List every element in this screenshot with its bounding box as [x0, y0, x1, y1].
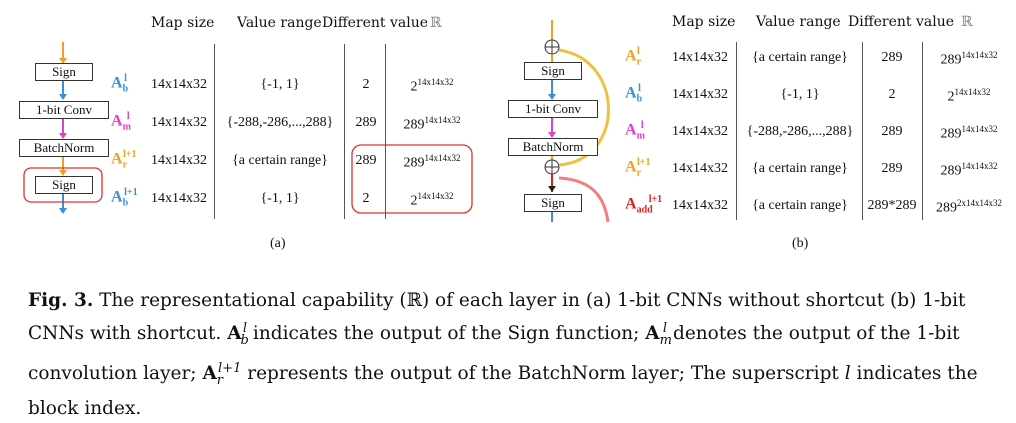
diagram-lines — [23, 20, 610, 223]
header-r-b: ℝ — [961, 14, 973, 30]
col-sep-a-2 — [344, 44, 345, 219]
caption-text: The representational capability (ℝ) of e… — [28, 290, 966, 345]
caption-var-l: l — [844, 363, 851, 384]
cell-map-size: 14x14x32 — [151, 191, 207, 206]
header-map-size-b: Map size — [672, 14, 736, 30]
block-batchnorm-a: BatchNorm — [19, 139, 109, 157]
cell-different-value: 289 — [881, 161, 903, 176]
cell-map-size: 14x14x32 — [151, 115, 207, 130]
caption-sup-1: l — [242, 321, 248, 336]
row-symbol: Aml — [111, 111, 131, 133]
cell-map-size: 14x14x32 — [151, 77, 207, 92]
block-sign-b-2: Sign — [524, 194, 582, 212]
header-different-value-b: Different value — [848, 14, 955, 30]
caption-text-2: denotes the output of the 1-bit convolut… — [28, 323, 960, 384]
caption-sym-3: A — [202, 363, 217, 384]
cell-value-range: {-1, 1} — [780, 87, 820, 102]
cell-r: 214x14x32 — [410, 191, 454, 209]
cell-value-range: {a certain range} — [752, 50, 848, 65]
cell-different-value: 289 — [881, 124, 903, 139]
row-symbol: Arl+1 — [625, 157, 651, 179]
cell-value-range: {-288,-286,...,288} — [746, 124, 854, 139]
row-symbol: Arl+1 — [111, 149, 137, 171]
row-symbol: Aml — [625, 120, 645, 142]
caption-sym-2: A — [645, 323, 660, 345]
caption-sub-3: r — [216, 372, 224, 388]
cell-r: 28914x14x32 — [403, 115, 461, 133]
caption-sup-2: l — [662, 321, 668, 336]
cell-different-value: 289*289 — [867, 198, 917, 213]
cell-r: 28914x14x32 — [403, 153, 461, 171]
caption-text-4: indicates the block index. — [28, 363, 978, 419]
col-sep-b-2 — [862, 42, 863, 220]
caption-sym-1: A — [227, 323, 242, 345]
cell-map-size: 14x14x32 — [672, 50, 728, 65]
cell-different-value: 2 — [888, 87, 896, 102]
cell-value-range: {a certain range} — [232, 153, 328, 168]
cell-r: 28914x14x32 — [940, 161, 998, 179]
row-symbol: Abl — [111, 73, 129, 95]
cell-map-size: 14x14x32 — [672, 87, 728, 102]
cell-map-size: 14x14x32 — [672, 124, 728, 139]
col-sep-a-1 — [214, 44, 215, 219]
header-map-size-a: Map size — [151, 15, 215, 31]
cell-different-value: 289 — [355, 115, 377, 130]
row-symbol: Aaddl+1 — [625, 194, 663, 216]
block-conv-a: 1-bit Conv — [19, 101, 109, 119]
cell-map-size: 14x14x32 — [151, 153, 207, 168]
figure-caption: Fig. 3. The representational capability … — [28, 287, 1003, 423]
panel-label-a: (a) — [270, 236, 286, 251]
col-sep-a-3 — [385, 44, 386, 219]
row-symbol: Abl+1 — [111, 187, 138, 209]
cell-value-range: {-288,-286,...,288} — [226, 115, 334, 130]
cell-r: 214x14x32 — [947, 87, 991, 105]
cell-r: 214x14x32 — [410, 77, 454, 95]
block-batchnorm-b: BatchNorm — [508, 138, 598, 156]
cell-r: 28914x14x32 — [940, 50, 998, 68]
block-sign-b-1: Sign — [524, 62, 582, 80]
caption-sup-3: l+1 — [218, 360, 242, 376]
cell-value-range: {-1, 1} — [260, 191, 300, 206]
row-symbol: Abl — [625, 83, 643, 105]
caption-text-3: represents the output of the BatchNorm l… — [241, 363, 845, 384]
panel-label-b: (b) — [792, 236, 809, 251]
cell-map-size: 14x14x32 — [672, 161, 728, 176]
cell-different-value: 2 — [362, 191, 370, 206]
caption-text-1: indicates the output of the Sign functio… — [247, 323, 646, 345]
row-symbol: Arl — [625, 46, 642, 68]
cell-map-size: 14x14x32 — [672, 198, 728, 213]
cell-r: 28914x14x32 — [940, 124, 998, 142]
cell-different-value: 2 — [362, 77, 370, 92]
col-sep-b-1 — [736, 42, 737, 220]
col-sep-b-3 — [922, 42, 923, 220]
caption-fig-label: Fig. 3. — [28, 290, 94, 311]
cell-value-range: {a certain range} — [752, 198, 848, 213]
header-different-value-a: Different value — [322, 15, 429, 31]
caption-sub-1: b — [240, 332, 249, 348]
block-sign-a-1: Sign — [35, 63, 93, 81]
header-value-range-a: Value range — [237, 15, 322, 31]
block-conv-b: 1-bit Conv — [508, 100, 598, 118]
cell-different-value: 289 — [881, 50, 903, 65]
caption-sub-2: m — [659, 332, 672, 348]
header-value-range-b: Value range — [756, 14, 841, 30]
block-sign-a-2: Sign — [35, 176, 93, 194]
cell-r: 2892x14x14x32 — [936, 198, 1002, 216]
cell-value-range: {-1, 1} — [260, 77, 300, 92]
cell-different-value: 289 — [355, 153, 377, 168]
cell-value-range: {a certain range} — [752, 161, 848, 176]
header-r-a: ℝ — [430, 15, 442, 31]
